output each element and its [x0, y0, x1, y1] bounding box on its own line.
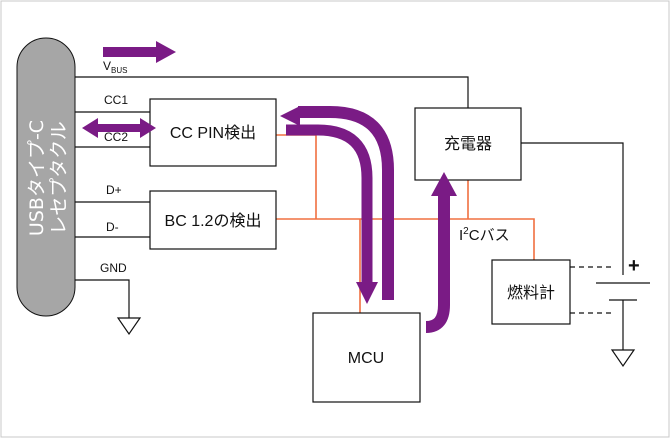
- charger-to-battery-wire: [521, 142, 624, 275]
- pin-label-vbus: VBUS: [103, 59, 127, 75]
- charger-arrow-head: [431, 172, 457, 196]
- vbus-flow-arrow: [103, 41, 176, 63]
- cc-arrow-head: [280, 106, 300, 126]
- flow-arrows: [82, 41, 457, 304]
- mcu-box: [312, 312, 421, 403]
- vbus-wire: [75, 76, 469, 108]
- pin-label-gnd: GND: [100, 261, 127, 275]
- pin-label-dminus: D-: [106, 220, 119, 234]
- charger-label: 充電器: [444, 135, 492, 153]
- pin-label-cc2: CC2: [104, 130, 128, 144]
- mcu-label: MCU: [348, 350, 384, 367]
- cc-double-arrow: [82, 118, 156, 138]
- fuel-gauge-box: [491, 259, 571, 325]
- block-mcu: MCU: [312, 312, 421, 403]
- block-cc-detect: CC PIN検出: [149, 98, 277, 167]
- cc-detect-label: CC PIN検出: [170, 124, 256, 142]
- i2c-cc-drop: [276, 134, 317, 219]
- usb-receptacle: USBタイプ-C レセプタクル: [16, 37, 76, 317]
- i2c-bus-label: I2Cバス: [459, 226, 510, 244]
- mcu-to-cc-arrow-body: [298, 106, 394, 300]
- cc-detect-box: [149, 98, 277, 167]
- battery-plus-sign: +: [628, 255, 640, 277]
- mcu-arrow-head: [356, 282, 378, 304]
- bc-detect-label: BC 1.2の検出: [165, 212, 262, 230]
- mcu-to-charger-arrow-body: [425, 194, 450, 333]
- pin-label-dplus: D+: [106, 183, 122, 197]
- receptacle-body: [16, 37, 76, 317]
- gnd-symbol-left: [116, 317, 142, 336]
- receptacle-label-line1: USBタイプ-C: [26, 120, 48, 236]
- block-fuel-gauge: 燃料計: [491, 259, 571, 325]
- gnd-wire: [75, 279, 130, 318]
- receptacle-label-line2: レセプタクル: [48, 121, 70, 234]
- block-bc-detect: BC 1.2の検出: [149, 190, 277, 250]
- wires: [75, 76, 650, 368]
- fuel-gauge-dashed-links: [570, 266, 612, 314]
- charger-box: [414, 107, 522, 181]
- bc-detect-box: [149, 190, 277, 250]
- pin-labels: VBUS CC1 CC2 D+ D- GND: [100, 59, 128, 275]
- block-charger: 充電器: [414, 107, 522, 181]
- pin-label-cc1: CC1: [104, 93, 128, 107]
- gnd-symbol-right: [610, 349, 636, 368]
- flow-arrow-bodies: [286, 106, 450, 333]
- fuel-gauge-label: 燃料計: [507, 284, 555, 302]
- cc-to-mcu-arrow-body: [286, 124, 373, 284]
